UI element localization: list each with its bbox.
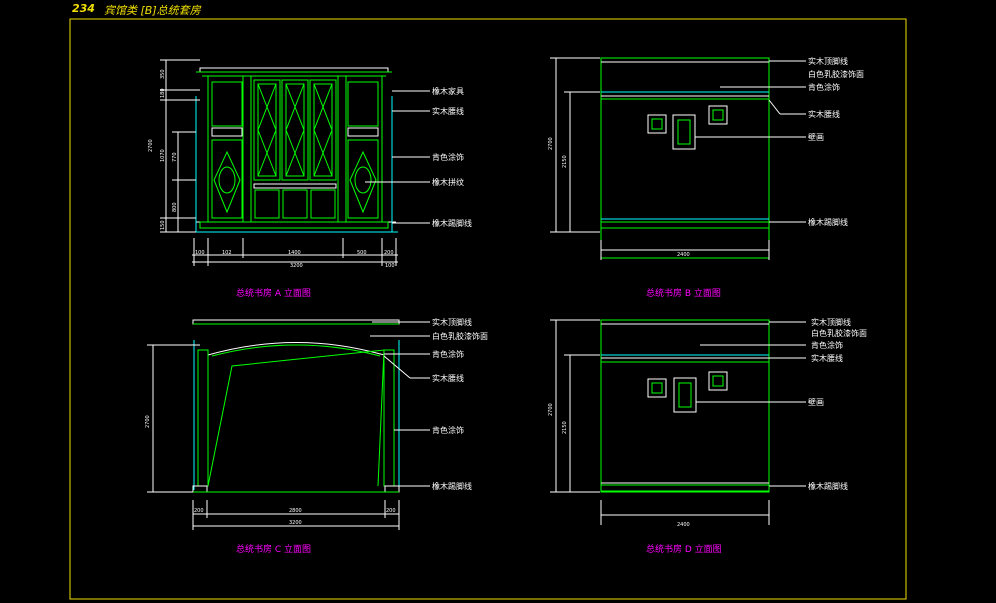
elevation-c-text: 实木顶脚线 白色乳胶漆饰面 肯色涂饰 实木腰线 肯色涂饰 橡木踢脚线 2700 … (145, 317, 488, 555)
page-number: 234 (72, 2, 95, 15)
dim-a-left-1: 350 (160, 69, 166, 79)
elevation-c (147, 319, 430, 530)
label-d-3: 肯色涂饰 (811, 340, 843, 350)
dim-a-bottom-3: 1400 (288, 250, 301, 256)
label-d-6: 橡木踢脚线 (808, 481, 848, 491)
elevation-d (550, 319, 806, 525)
dim-a-bottom-1: 100 (195, 250, 205, 256)
label-a-1: 橡木家具 (432, 86, 464, 96)
label-c-6: 橡木踢脚线 (432, 481, 472, 491)
caption-b: 总统书房 B 立面图 (646, 287, 721, 299)
label-b-6: 橡木踢脚线 (808, 217, 848, 227)
label-d-4: 实木腰线 (811, 353, 843, 363)
dim-b-bottom: 2400 (677, 252, 690, 258)
elevation-b (550, 57, 806, 260)
dim-c-bottom-3: 200 (386, 508, 396, 514)
label-d-1: 实木顶脚线 (811, 317, 851, 327)
elevation-a-text: 橡木家具 实木腰线 肯色涂饰 橡木拼纹 橡木踢脚线 350 180 2700 1… (148, 69, 472, 299)
label-a-2: 实木腰线 (432, 106, 464, 116)
dim-d-bottom: 2400 (677, 522, 690, 528)
label-b-5: 壁画 (808, 132, 824, 142)
label-b-4: 实木腰线 (808, 109, 840, 119)
label-d-2: 白色乳胶漆饰面 (811, 328, 867, 338)
caption-a: 总统书房 A 立面图 (236, 287, 311, 299)
label-a-5: 橡木踢脚线 (432, 218, 472, 228)
label-c-3: 肯色涂饰 (432, 349, 464, 359)
dim-c-bottom-1: 200 (194, 508, 204, 514)
label-d-5: 壁画 (808, 397, 824, 407)
drawing-border (69, 18, 907, 600)
label-a-4: 橡木拼纹 (432, 177, 464, 187)
elevation-b-text: 实木顶脚线 白色乳胶漆饰面 肯色涂饰 实木腰线 壁画 橡木踢脚线 2700 21… (548, 56, 864, 299)
dim-a-bottom-2: 102 (222, 250, 232, 256)
dim-a-left-7: 150 (160, 220, 166, 230)
sheet-title: 宾馆类 [B]总统套房 (104, 4, 201, 17)
label-b-1: 实木顶脚线 (808, 56, 848, 66)
dim-b-left-2: 2150 (562, 155, 568, 168)
dim-c-total: 3200 (289, 520, 302, 526)
dim-d-left-1: 2700 (548, 403, 554, 416)
label-b-2: 白色乳胶漆饰面 (808, 69, 864, 79)
label-c-1: 实木顶脚线 (432, 317, 472, 327)
dim-a-left-3: 2700 (148, 139, 154, 152)
dim-a-total: 3200 (290, 263, 303, 269)
dim-a-left-4: 1070 (160, 149, 166, 162)
dim-b-left-1: 2700 (548, 137, 554, 150)
dim-a-left-2: 180 (160, 88, 166, 98)
dim-a-left-5: 770 (172, 152, 178, 162)
elevation-d-text: 实木顶脚线 白色乳胶漆饰面 肯色涂饰 实木腰线 壁画 橡木踢脚线 2700 21… (548, 317, 867, 555)
label-c-4: 实木腰线 (432, 373, 464, 383)
dim-d-left-2: 2150 (562, 421, 568, 434)
label-b-3: 肯色涂饰 (808, 82, 840, 92)
dim-c-bottom-2: 2800 (289, 508, 302, 514)
caption-d: 总统书房 D 立面图 (646, 543, 722, 555)
elevation-a (160, 59, 430, 266)
dim-a-left-6: 800 (172, 202, 178, 212)
dim-a-bottom-4: 500 (357, 250, 367, 256)
caption-c: 总统书房 C 立面图 (236, 543, 311, 555)
label-c-2: 白色乳胶漆饰面 (432, 331, 488, 341)
label-c-5: 肯色涂饰 (432, 425, 464, 435)
label-a-3: 肯色涂饰 (432, 152, 464, 162)
dim-c-left-1: 2700 (145, 415, 151, 428)
dim-a-bottom-5: 200 (384, 250, 394, 256)
dim-a-bottom-6: 100 (385, 263, 395, 269)
